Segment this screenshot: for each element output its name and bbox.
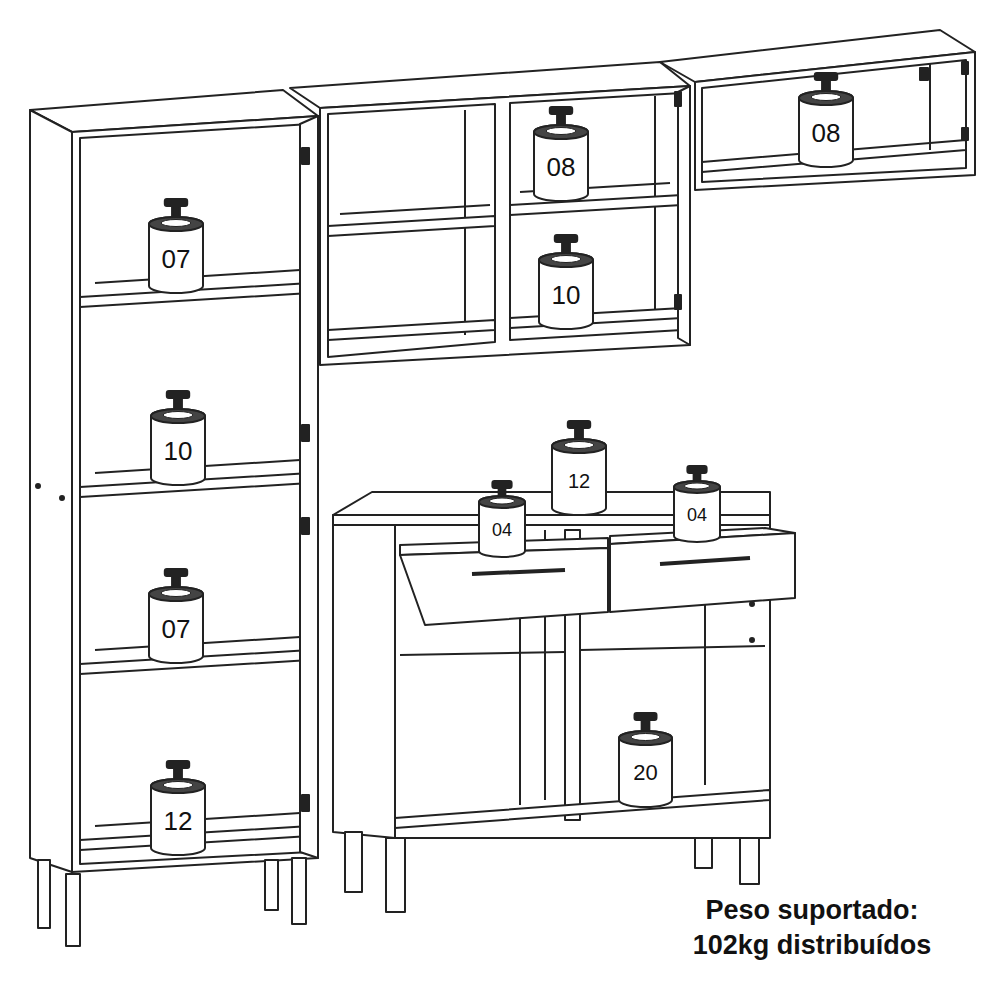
weight-top-inner <box>546 128 576 135</box>
weight-body <box>552 439 606 515</box>
weight-value: 04 <box>478 509 526 551</box>
weight-shape <box>551 420 607 516</box>
weight-value: 10 <box>538 268 594 322</box>
weight-top-inner <box>631 734 660 741</box>
weight-top <box>149 217 203 231</box>
weight-stem-ring <box>172 216 180 218</box>
weight-top <box>479 496 525 508</box>
weight-shape <box>478 480 526 558</box>
weight: 04 <box>673 465 721 543</box>
weight-cap <box>167 761 189 768</box>
base-cabinet <box>333 492 795 912</box>
weight-outline <box>552 421 606 515</box>
weight-stem-ring <box>172 586 180 588</box>
weight-stem-ring <box>562 252 570 254</box>
weight-value: 08 <box>533 140 589 194</box>
weight-shape <box>673 465 721 543</box>
weight-body <box>149 217 203 293</box>
weight: 07 <box>148 568 204 664</box>
weight-stem-ring <box>694 480 701 482</box>
weight: 08 <box>798 72 854 168</box>
weight-cap <box>165 569 187 576</box>
weight-top <box>539 253 593 267</box>
weight-outline <box>539 235 593 329</box>
caption-text: Peso suportado: 102kg distribuídos <box>672 893 952 963</box>
weight-cap <box>568 421 590 428</box>
weight: 04 <box>478 480 526 558</box>
weight-outline <box>151 391 205 485</box>
weight-stem-ring <box>499 495 506 497</box>
weight-outline <box>619 713 672 807</box>
weight-outline <box>479 481 525 557</box>
weight-top-inner <box>551 256 581 263</box>
weight-top-inner <box>811 94 841 101</box>
weight-top-inner <box>161 590 191 597</box>
weight-cap <box>492 481 511 488</box>
weight-cap <box>555 235 577 242</box>
weight-outline <box>149 569 203 663</box>
weight-body <box>534 125 588 201</box>
weight-cap <box>815 73 837 80</box>
weight-top <box>799 91 853 105</box>
weight-value: 20 <box>618 746 673 800</box>
weight-stem-ring <box>174 778 182 780</box>
weight-top <box>151 409 205 423</box>
weight-value: 07 <box>148 602 204 656</box>
weight-value: 12 <box>150 794 206 848</box>
weight-top <box>151 779 205 793</box>
weight-cap <box>635 713 657 720</box>
weight-stem-ring <box>822 90 830 92</box>
weight: 07 <box>148 198 204 294</box>
weight-top-inner <box>161 220 191 227</box>
weight: 08 <box>533 106 589 202</box>
weight-top-inner <box>684 483 709 489</box>
weight-value: 08 <box>798 106 854 160</box>
weight-body <box>151 409 205 485</box>
weight-top-inner <box>163 782 193 789</box>
weight-top <box>674 481 720 493</box>
weight: 12 <box>551 420 607 516</box>
weight-body <box>674 481 720 542</box>
weight-value: 04 <box>673 494 721 536</box>
weight-body <box>799 91 853 167</box>
weight-cap <box>167 391 189 398</box>
tall-cabinet <box>30 90 318 946</box>
weight: 12 <box>150 760 206 856</box>
weight-top <box>552 439 606 453</box>
weight-stem-ring <box>174 408 182 410</box>
weight-value: 12 <box>551 454 607 508</box>
weight-top-inner <box>564 442 594 449</box>
weight-value: 10 <box>150 424 206 478</box>
weight: 20 <box>618 712 673 808</box>
upper-cabinet-right <box>660 30 975 190</box>
weight-value: 07 <box>148 232 204 286</box>
weight-stem-ring <box>642 730 650 732</box>
weight: 10 <box>538 234 594 330</box>
weight-body <box>479 496 525 557</box>
weight-body <box>149 587 203 663</box>
weight-stem-ring <box>575 438 583 440</box>
weight-body <box>539 253 593 329</box>
weight-top <box>149 587 203 601</box>
weight-outline <box>674 466 720 542</box>
weight-outline <box>534 107 588 201</box>
weight-body <box>619 731 672 807</box>
weight-stem-ring <box>557 124 565 126</box>
weight-cap <box>165 199 187 206</box>
weight-outline <box>799 73 853 167</box>
weight-body <box>151 779 205 855</box>
upper-cabinet-middle <box>290 62 690 365</box>
weight: 10 <box>150 390 206 486</box>
weight-top <box>534 125 588 139</box>
weight-cap <box>687 466 706 473</box>
weight-top-inner <box>163 412 193 419</box>
weight-top-inner <box>489 498 514 504</box>
weight-outline <box>151 761 205 855</box>
weight-cap <box>550 107 572 114</box>
weight-top <box>619 731 672 745</box>
weight-outline <box>149 199 203 293</box>
